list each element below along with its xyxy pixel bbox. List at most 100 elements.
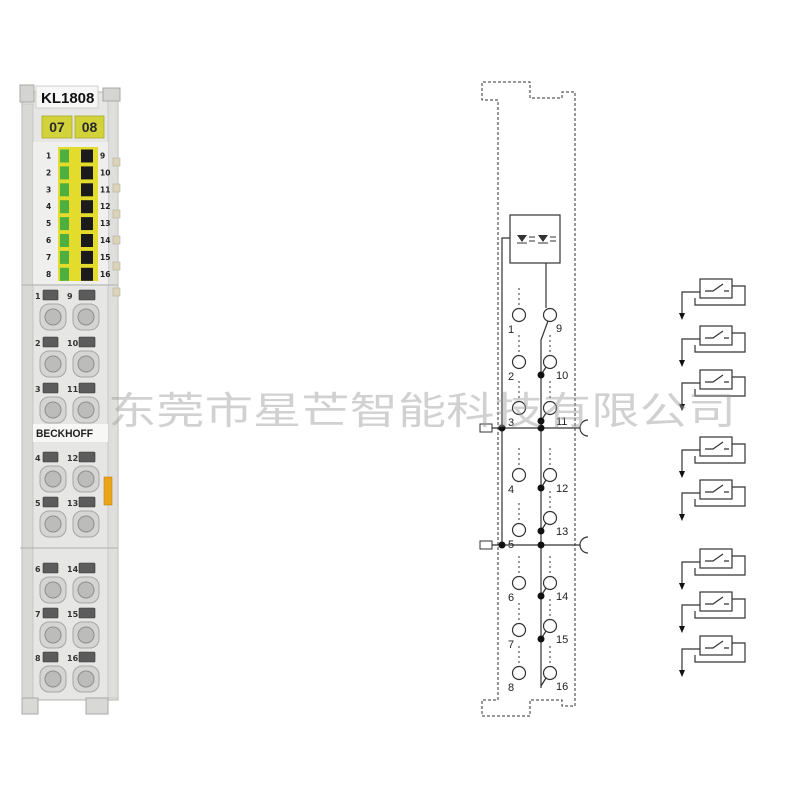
- arrow-down-icon: [679, 626, 685, 633]
- terminal-point: [511, 665, 527, 681]
- latch-tab: [112, 287, 121, 297]
- status-led-off: [81, 250, 93, 264]
- terminal-label-left: 2: [35, 339, 41, 348]
- switch-wire-left: [681, 291, 700, 315]
- terminal-release-slot: [42, 496, 59, 508]
- switch-wire-right: [694, 332, 746, 353]
- junction-dot: [537, 527, 545, 535]
- led-channel-number: 14: [100, 236, 110, 245]
- switch-symbol: [679, 325, 746, 367]
- junction-dot: [537, 541, 545, 549]
- module-top-left-latch: [19, 84, 35, 103]
- arrow-down-icon: [679, 583, 685, 590]
- channel-label: 07: [49, 119, 65, 135]
- terminal-label-left: 5: [35, 499, 41, 508]
- switch-contact-icon: [705, 596, 729, 605]
- status-led-off: [81, 234, 93, 247]
- arrow-down-icon: [679, 471, 685, 478]
- junction-dot: [537, 484, 545, 492]
- terminal-point: [542, 575, 558, 591]
- terminal-number: 2: [508, 371, 514, 383]
- optocoupler-box: [509, 214, 561, 264]
- terminal-point: [542, 467, 558, 483]
- status-led-on: [60, 200, 69, 214]
- switch-contact-icon: [705, 640, 729, 649]
- junction-dot: [537, 592, 545, 600]
- terminal-point: [542, 400, 558, 416]
- switch-contact-icon: [705, 441, 729, 450]
- led-channel-number: 5: [46, 219, 51, 228]
- terminal-label-left: 4: [35, 454, 41, 463]
- switch-wire-left: [681, 604, 700, 628]
- terminal-number: 13: [556, 526, 568, 538]
- status-led-on: [60, 183, 69, 197]
- latch-tab: [112, 261, 121, 271]
- terminal-label-right: 16: [67, 654, 79, 663]
- module-bottom-left-foot: [21, 697, 39, 715]
- brand-label: BECKHOFF: [36, 428, 93, 440]
- terminal-release-slot: [42, 289, 59, 301]
- junction-dot: [537, 635, 545, 643]
- terminal-point: [542, 354, 558, 370]
- switch-contact-icon: [705, 283, 729, 292]
- terminal-number: 3: [508, 417, 514, 429]
- diode-icon: [538, 235, 548, 242]
- led-channel-number: 12: [100, 202, 110, 211]
- switch-wire-right: [694, 555, 746, 576]
- switch-contact-icon: [705, 374, 729, 383]
- switch-housing: [699, 591, 733, 612]
- switch-wire-right: [694, 486, 746, 507]
- channel-label-box: [41, 115, 73, 139]
- terminal-release-slot: [42, 562, 59, 574]
- brand-band: [33, 424, 108, 442]
- spring-clamp-opening: [77, 515, 95, 533]
- junction-dot: [498, 541, 506, 549]
- switch-wire-left: [681, 338, 700, 362]
- spring-clamp-opening: [44, 626, 62, 644]
- status-led-off: [81, 267, 93, 281]
- arrow-down-icon: [679, 360, 685, 367]
- terminal-release-slot: [42, 651, 59, 663]
- status-led-on: [60, 250, 69, 264]
- switch-symbol: [679, 479, 746, 521]
- module-left-rail: [21, 103, 34, 699]
- switch-wire-right: [694, 443, 746, 464]
- side-latch-tabs: [112, 157, 121, 297]
- terminal-point: [542, 307, 558, 323]
- spring-clamp-opening: [77, 355, 95, 373]
- status-led-off: [81, 166, 93, 180]
- switch-wire-right: [694, 376, 746, 397]
- spring-clamp-opening: [44, 670, 62, 688]
- terminal-label-right: 13: [67, 499, 78, 508]
- latch-tab: [112, 235, 121, 245]
- spring-clamp-opening: [77, 581, 95, 599]
- switch-housing: [699, 325, 733, 346]
- terminal-release-slot: [78, 607, 96, 619]
- input-switch-symbols: [679, 278, 746, 677]
- arrow-down-icon: [679, 313, 685, 320]
- terminal-number: 1: [508, 324, 514, 336]
- terminal-release-slot: [78, 336, 96, 348]
- terminal-release-slot: [42, 382, 59, 394]
- led-channel-number: 15: [100, 253, 110, 262]
- terminal-number: 7: [508, 639, 514, 651]
- switch-housing: [699, 278, 733, 299]
- terminal-release-slot: [78, 289, 96, 301]
- switch-contact-icon: [705, 330, 729, 339]
- status-led-off: [81, 183, 93, 197]
- terminal-point: [511, 467, 527, 483]
- spring-clamp-opening: [77, 401, 95, 419]
- terminal-release-slot: [78, 451, 96, 463]
- terminal-point: [511, 522, 527, 538]
- junction-dot: [537, 417, 545, 425]
- terminal-label-left: 3: [35, 385, 41, 394]
- module-top-right-latch: [102, 87, 121, 102]
- switch-wire-right: [694, 285, 746, 306]
- arrow-down-icon: [679, 514, 685, 521]
